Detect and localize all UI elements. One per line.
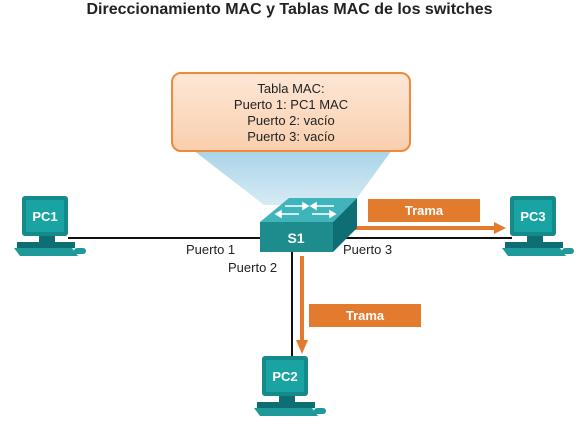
mac-table-entry-port1: Puerto 1: PC1 MAC	[233, 97, 349, 112]
switch-s1	[260, 198, 357, 252]
pc1-computer-icon	[14, 196, 86, 256]
switch-label: S1	[287, 230, 304, 246]
pc2-label: PC2	[272, 369, 297, 384]
diagram-title: Direccionamiento MAC y Tablas MAC de los…	[86, 1, 493, 18]
pc2-computer-icon	[254, 356, 326, 416]
pc1-label: PC1	[32, 209, 57, 224]
frame-arrow-to-pc3	[340, 222, 506, 234]
port1-label: Puerto 1	[186, 242, 236, 257]
table-projection-beam	[193, 150, 392, 205]
mac-table-entry-port3: Puerto 3: vacío	[247, 129, 335, 144]
mac-table-entry-port2: Puerto 2: vacío	[247, 113, 335, 128]
frame-arrow-to-pc2	[296, 256, 308, 354]
mac-table-heading: Tabla MAC:	[257, 81, 325, 96]
frame-tag-to-pc2: Trama	[309, 304, 421, 327]
frame-tag-to-pc3: Trama	[368, 199, 480, 222]
pc3-label: PC3	[520, 209, 545, 224]
switch-arrows-icon	[274, 201, 337, 219]
port2-label: Puerto 2	[228, 260, 278, 275]
port3-label: Puerto 3	[343, 242, 393, 257]
pc3-computer-icon	[502, 196, 574, 256]
mac-table-callout: Tabla MAC: Puerto 1: PC1 MAC Puerto 2: v…	[171, 72, 411, 152]
